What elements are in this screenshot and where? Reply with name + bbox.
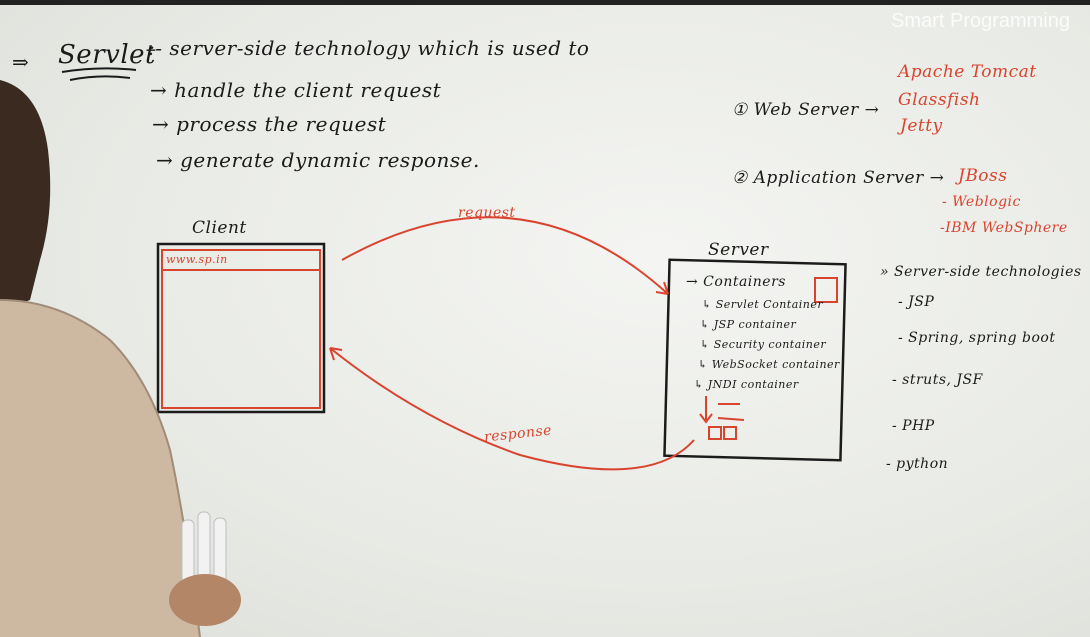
server-side-item: - struts, JSF	[892, 372, 983, 388]
web-server-item: Apache Tomcat	[898, 62, 1037, 82]
client-url: www.sp.in	[166, 253, 228, 266]
request-label: request	[458, 205, 516, 221]
watermark: Smart Programming	[891, 10, 1070, 32]
response-arrowhead	[329, 347, 343, 361]
web-server-label: ① Web Server →	[732, 100, 880, 120]
server-box	[663, 258, 847, 462]
application-server-item: -IBM WebSphere	[940, 220, 1068, 236]
server-side-item: - Spring, spring boot	[898, 330, 1056, 346]
application-server-item: JBoss	[958, 166, 1008, 186]
container-item: ↳ WebSocket container	[698, 358, 840, 371]
response-arrow	[329, 347, 695, 471]
container-item: ↳ JNDI container	[694, 378, 799, 391]
server-side-title: » Server-side technologies	[880, 264, 1082, 280]
web-server-item: Glassfish	[898, 90, 981, 110]
server-side-item: - PHP	[892, 418, 935, 434]
client-box	[156, 242, 326, 414]
client-browser-frame	[161, 249, 321, 409]
application-server-item: - Weblogic	[942, 194, 1021, 210]
server-side-item: - python	[886, 456, 949, 472]
server-label: Server	[708, 240, 769, 260]
heading-title: Servlet	[58, 40, 156, 70]
container-item: ↳ JSP container	[700, 318, 797, 331]
request-arrow	[341, 216, 669, 295]
heading-point-3: → generate dynamic response.	[156, 148, 480, 172]
heading-arrow: ⇒	[12, 50, 30, 74]
server-side-item: - JSP	[898, 294, 935, 310]
heading-point-2: → process the request	[152, 112, 387, 136]
servlet-box	[814, 277, 838, 303]
client-label: Client	[192, 218, 247, 238]
container-item: ↳ Security container	[700, 338, 827, 351]
request-arrowhead	[655, 281, 669, 295]
top-bar	[0, 0, 1090, 5]
heading-point-1: → handle the client request	[150, 78, 442, 102]
containers-label: → Containers	[686, 274, 786, 290]
container-item: ↳ Servlet Container	[702, 298, 824, 311]
application-server-label: ② Application Server →	[732, 168, 945, 188]
web-server-item: Jetty	[900, 116, 943, 136]
heading-definition: :- server-side technology which is used …	[148, 36, 590, 60]
